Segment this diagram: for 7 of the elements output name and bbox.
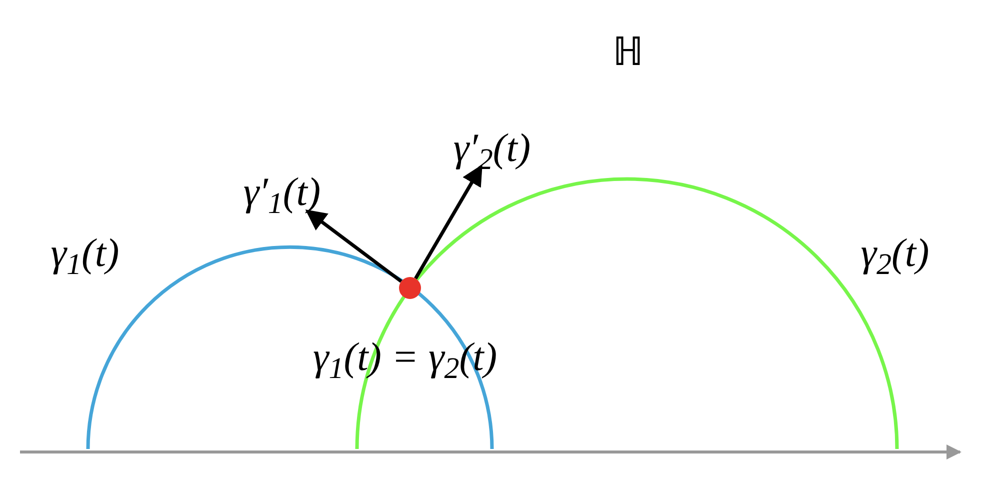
intersection-point [399,277,421,299]
vector-label: γ′$_{1}$(t) [243,172,321,212]
tangent-vector-arrow [414,164,482,280]
curve-label: γ$_{2}$(t) [860,233,930,273]
tangent-vector-arrow [305,209,402,283]
half-plane-symbol: ℍ [612,32,644,72]
curve-label: γ$_{1}$(t) [50,233,120,273]
